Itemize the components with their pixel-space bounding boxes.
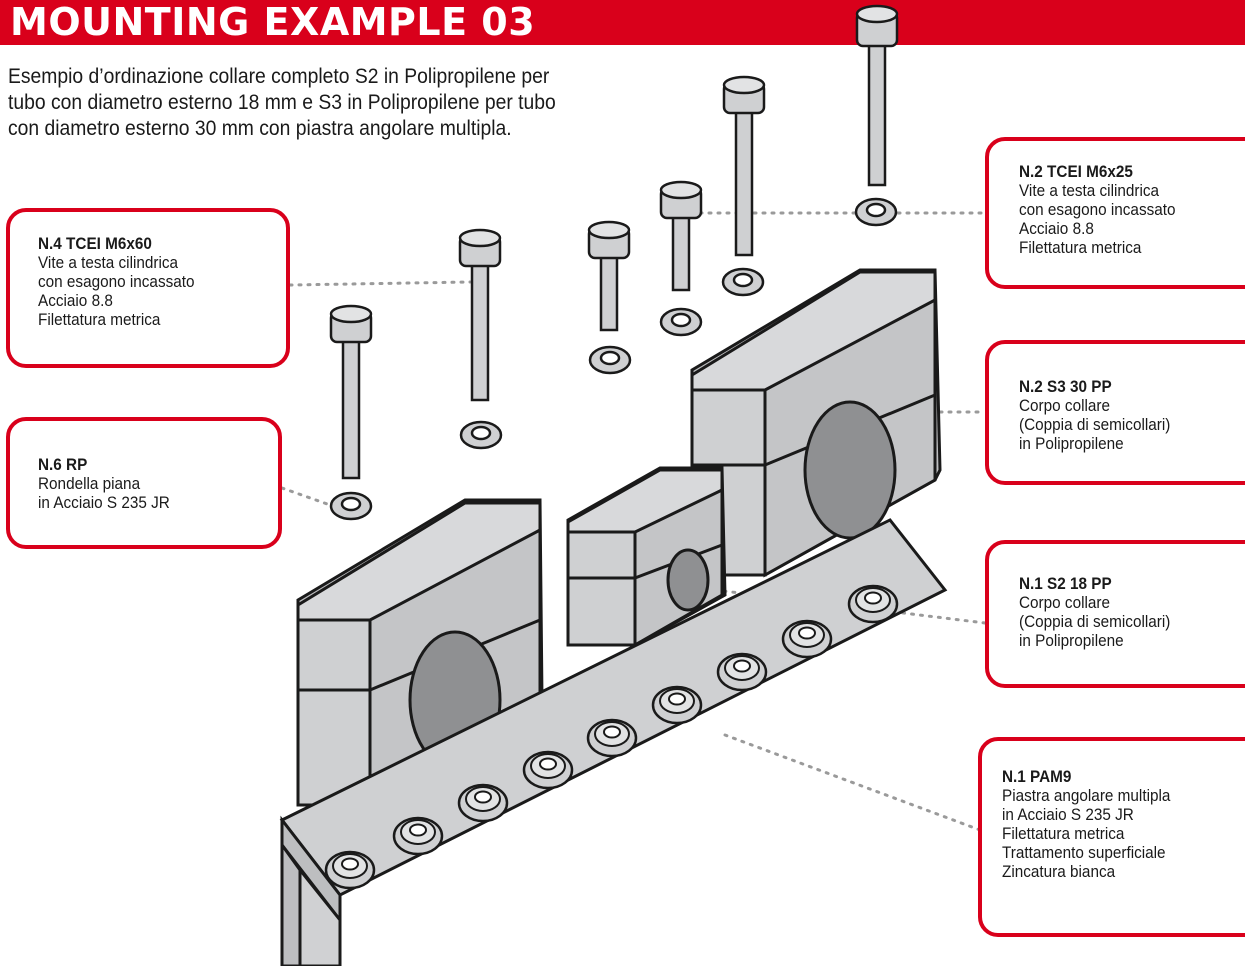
callout-line: in Polipropilene — [1019, 434, 1124, 453]
callout-pam9: N.1 PAM9 Piastra angolare multipla in Ac… — [978, 737, 1245, 937]
callout-line: Rondella piana — [38, 474, 141, 493]
intro-text: Esempio d’ordinazione collare completo S… — [8, 64, 643, 142]
callout-line: Filettatura metrica — [38, 310, 161, 329]
callout-line: Corpo collare — [1019, 396, 1110, 415]
callout-line: (Coppia di semicollari) — [1019, 415, 1171, 434]
callout-title: N.2 S3 30 PP — [1019, 377, 1112, 396]
callout-line: Corpo collare — [1019, 593, 1110, 612]
page-title: MOUNTING EXAMPLE 03 — [10, 0, 536, 44]
bolt-m6x25 — [659, 180, 703, 292]
callout-s2-18-pp: N.1 S2 18 PP Corpo collare (Coppia di se… — [985, 540, 1245, 688]
angle-plate-pam9 — [279, 518, 948, 966]
callout-rp: N.6 RP Rondella piana in Acciaio S 235 J… — [6, 417, 282, 549]
bolt-m6x60 — [855, 4, 899, 187]
bolt-m6x60 — [458, 228, 502, 402]
clamp-body-s2 — [566, 466, 727, 648]
bolt-m6x60 — [329, 304, 373, 480]
callout-line: Acciaio 8.8 — [1019, 219, 1094, 238]
bolt-m6x25 — [587, 220, 631, 332]
callout-line: (Coppia di semicollari) — [1019, 612, 1171, 631]
callout-s3-30-pp: N.2 S3 30 PP Corpo collare (Coppia di se… — [985, 340, 1245, 485]
callout-line: Acciaio 8.8 — [38, 291, 113, 310]
callout-title: N.1 S2 18 PP — [1019, 574, 1112, 593]
callout-line: Trattamento superficiale — [1002, 843, 1166, 862]
callout-line: in Acciaio S 235 JR — [38, 493, 170, 512]
callout-title: N.1 PAM9 — [1002, 767, 1072, 786]
callout-line: Zincatura bianca — [1002, 862, 1116, 881]
callout-line: in Polipropilene — [1019, 631, 1124, 650]
callout-line: Filettatura metrica — [1002, 824, 1125, 843]
callout-tcei-m6x60: N.4 TCEI M6x60 Vite a testa cilindrica c… — [6, 208, 290, 368]
intro-line: con diametro esterno 30 mm con piastra a… — [8, 117, 512, 140]
callout-title: N.2 TCEI M6x25 — [1019, 162, 1133, 181]
callout-line: con esagono incassato — [38, 272, 195, 291]
intro-line: tubo con diametro esterno 18 mm e S3 in … — [8, 91, 556, 114]
title-banner: MOUNTING EXAMPLE 03 — [0, 0, 1245, 45]
bolt-m6x60 — [722, 75, 766, 257]
callout-line: Vite a testa cilindrica — [1019, 181, 1160, 200]
intro-line: Esempio d’ordinazione collare completo S… — [8, 65, 550, 88]
callout-line: con esagono incassato — [1019, 200, 1176, 219]
callout-line: Vite a testa cilindrica — [38, 253, 179, 272]
callout-title: N.6 RP — [38, 455, 88, 474]
callout-line: Piastra angolare multipla — [1002, 786, 1171, 805]
callout-title: N.4 TCEI M6x60 — [38, 234, 152, 253]
callout-line: in Acciaio S 235 JR — [1002, 805, 1134, 824]
callout-line: Filettatura metrica — [1019, 238, 1142, 257]
callout-tcei-m6x25: N.2 TCEI M6x25 Vite a testa cilindrica c… — [985, 137, 1245, 289]
clamp-body-s3-right — [690, 268, 942, 578]
